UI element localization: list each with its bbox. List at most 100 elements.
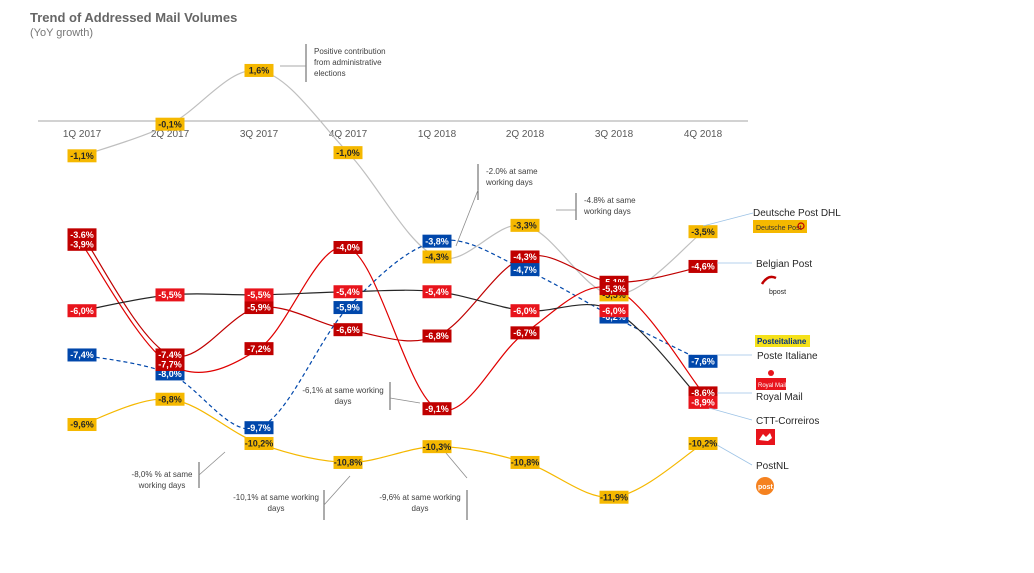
data-label: -3,6%: [70, 230, 94, 240]
data-label: -10,2%: [689, 439, 718, 449]
horse-rider-icon: [759, 433, 772, 441]
postnl-logo-text: post: [758, 484, 773, 491]
data-label: -5,4%: [336, 287, 360, 297]
data-label: -4,3%: [425, 252, 449, 262]
x-tick-label: 2Q 2018: [506, 129, 545, 140]
annotation-text: -4.8% at same: [584, 196, 636, 205]
legend-label: Poste Italiane: [757, 351, 818, 362]
data-label-box: [333, 146, 363, 160]
annotation-text: elections: [314, 69, 346, 78]
data-label: -3,9%: [70, 240, 94, 250]
annotation-text: -6,1% at same working: [302, 386, 383, 395]
data-label: -7,7%: [158, 360, 182, 370]
annotation-leader: [323, 475, 351, 506]
data-label-box: [688, 259, 718, 273]
annotation-text: days: [268, 504, 285, 513]
data-label: -8,9%: [691, 398, 715, 408]
data-label: -7,6%: [691, 356, 715, 366]
data-label: -7,4%: [70, 350, 94, 360]
data-label-box: [244, 342, 274, 356]
data-label-box: [244, 421, 274, 435]
annotation-text: working days: [138, 481, 186, 490]
data-label: -6,2%: [602, 312, 626, 322]
data-label: -5,9%: [336, 303, 360, 313]
data-label: -9,7%: [247, 423, 271, 433]
data-label: -3,3%: [513, 221, 537, 231]
data-label-box: [333, 455, 363, 469]
annotation-text: Positive contribution: [314, 47, 386, 56]
annotation-text: -10,1% at same working: [233, 493, 319, 502]
data-label: -5,5%: [158, 290, 182, 300]
data-label: -6,0%: [70, 306, 94, 316]
data-label-box: [422, 250, 452, 264]
data-label: -10,8%: [334, 458, 363, 468]
annotation-text: working days: [583, 207, 631, 216]
data-label-box: [422, 402, 452, 416]
data-label-box: [422, 285, 452, 299]
data-label: -7,4%: [158, 350, 182, 360]
poste-italiane-logo-text: Posteitaliane: [757, 337, 807, 346]
data-label-box: [333, 285, 363, 299]
legend-connector: [716, 444, 753, 466]
data-label-box: [67, 237, 97, 251]
data-label-box: [422, 329, 452, 343]
data-label: -1,0%: [336, 148, 360, 158]
x-tick-label: 3Q 2017: [240, 129, 279, 140]
annotation-leader: [389, 397, 421, 404]
data-label-box: [688, 354, 718, 368]
posthorn-icon: [797, 222, 805, 230]
data-label: -8,0%: [158, 369, 182, 379]
legend-connector: [702, 212, 754, 227]
chart-subtitle: (YoY growth): [30, 27, 93, 39]
data-label-box: [67, 348, 97, 362]
data-label: -5,3%: [602, 284, 626, 294]
annotation-text: -9,6% at same working: [379, 493, 460, 502]
deutsche-post-logo: [753, 220, 807, 233]
data-label: -6,0%: [602, 306, 626, 316]
data-label: -10,3%: [423, 442, 452, 452]
annotation-text: from administrative: [314, 58, 382, 67]
data-label: -5,4%: [425, 287, 449, 297]
data-label-box: [244, 301, 274, 315]
data-label-box: [599, 490, 629, 504]
data-label-box: [510, 218, 540, 232]
annotation-leader: [198, 451, 226, 476]
royal-mail-logo: [756, 378, 786, 390]
data-label: -10,8%: [511, 458, 540, 468]
postnl-logo: [756, 477, 774, 495]
data-label-box: [599, 282, 629, 296]
data-label: -5,9%: [247, 303, 271, 313]
data-label: -9,1%: [425, 404, 449, 414]
royal-mail-logo-text: Royal Mail: [758, 383, 786, 389]
data-label: -6,0%: [513, 306, 537, 316]
data-label: -8,6%: [691, 388, 715, 398]
data-label-box: [688, 395, 718, 409]
data-label-box: [333, 323, 363, 337]
x-tick-label: 2Q 2017: [151, 129, 190, 140]
series-line-2: [81, 239, 704, 430]
legend-label: PostNL: [756, 461, 789, 472]
data-label-box: [67, 304, 97, 318]
data-label: -3,8%: [425, 236, 449, 246]
data-label: -6,7%: [513, 328, 537, 338]
data-label: -3,5%: [691, 227, 715, 237]
data-label-box: [422, 440, 452, 454]
data-label: -4,6%: [691, 262, 715, 272]
data-label: -6,8%: [425, 331, 449, 341]
legend-label: Deutsche Post DHL: [753, 208, 841, 219]
x-tick-label: 3Q 2018: [595, 129, 634, 140]
x-tick-label: 1Q 2018: [418, 129, 457, 140]
data-label-box: [155, 392, 185, 406]
poste-italiane-logo: [755, 335, 810, 347]
data-label: -4,3%: [513, 252, 537, 262]
data-label: -4,0%: [336, 243, 360, 253]
annotation-text: days: [412, 504, 429, 513]
data-label: -6,6%: [336, 325, 360, 335]
data-label-box: [599, 304, 629, 318]
data-label: -4,7%: [513, 265, 537, 275]
data-label-box: [244, 63, 274, 77]
data-label: 1,6%: [249, 66, 270, 76]
legend-label: Belgian Post: [756, 259, 812, 270]
data-label-box: [510, 304, 540, 318]
